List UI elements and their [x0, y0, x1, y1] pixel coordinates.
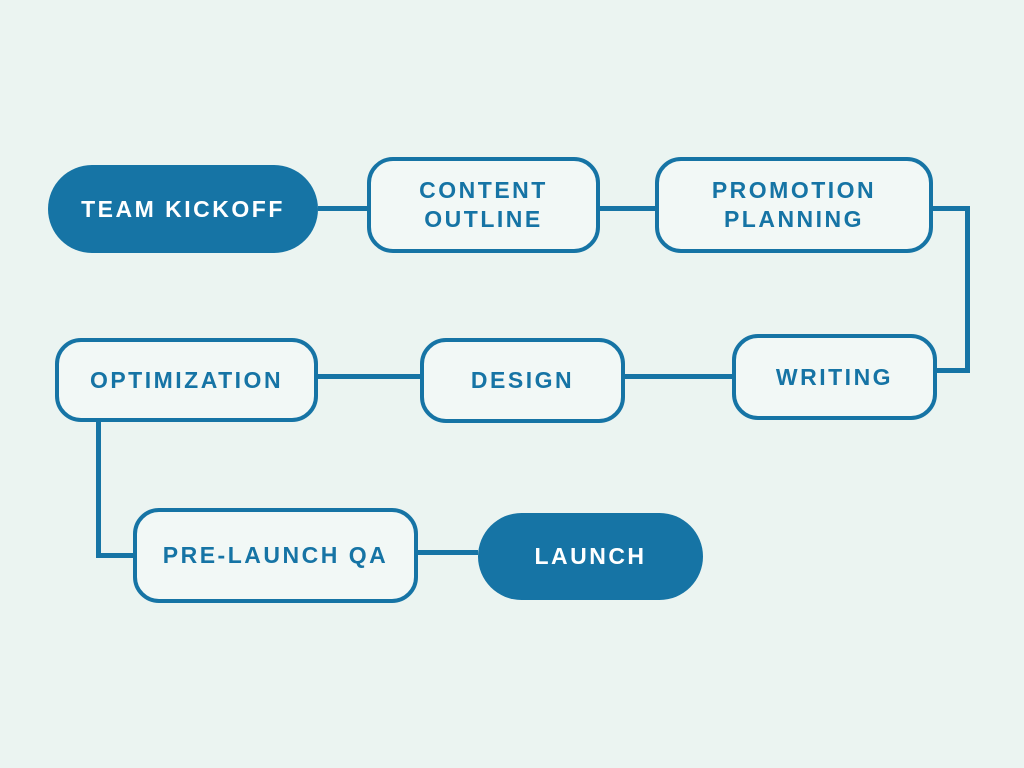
node-launch: LAUNCH — [478, 513, 703, 600]
connector-prelaunch-qa-to-launch — [418, 550, 478, 555]
connector-kickoff-to-outline — [318, 206, 367, 211]
node-content-outline-label: CONTENT OUTLINE — [419, 177, 548, 232]
node-promotion-planning: PROMOTION PLANNING — [655, 157, 933, 253]
connector-elbow-to-prelaunch-qa — [96, 553, 135, 558]
connector-promotion-elbow-vertical — [965, 206, 970, 373]
connector-outline-to-promotion — [600, 206, 655, 211]
node-team-kickoff: TEAM KICKOFF — [48, 165, 318, 253]
connector-elbow-to-writing — [937, 368, 970, 373]
node-content-outline: CONTENT OUTLINE — [367, 157, 600, 253]
node-pre-launch-qa: PRE-LAUNCH QA — [133, 508, 418, 603]
node-launch-label: LAUNCH — [534, 543, 647, 570]
connector-writing-to-design — [625, 374, 732, 379]
node-pre-launch-qa-label: PRE-LAUNCH QA — [162, 542, 389, 569]
node-promotion-planning-label: PROMOTION PLANNING — [711, 177, 877, 232]
node-design: DESIGN — [420, 338, 625, 423]
connector-design-to-optimization — [318, 374, 420, 379]
node-team-kickoff-label: TEAM KICKOFF — [81, 195, 285, 222]
node-writing: WRITING — [732, 334, 937, 420]
node-optimization: OPTIMIZATION — [55, 338, 318, 422]
connector-promotion-elbow-horizontal — [933, 206, 970, 211]
node-design-label: DESIGN — [470, 367, 575, 394]
node-writing-label: WRITING — [775, 363, 894, 390]
connector-optimization-elbow-vertical — [96, 421, 101, 558]
node-optimization-label: OPTIMIZATION — [89, 366, 284, 393]
